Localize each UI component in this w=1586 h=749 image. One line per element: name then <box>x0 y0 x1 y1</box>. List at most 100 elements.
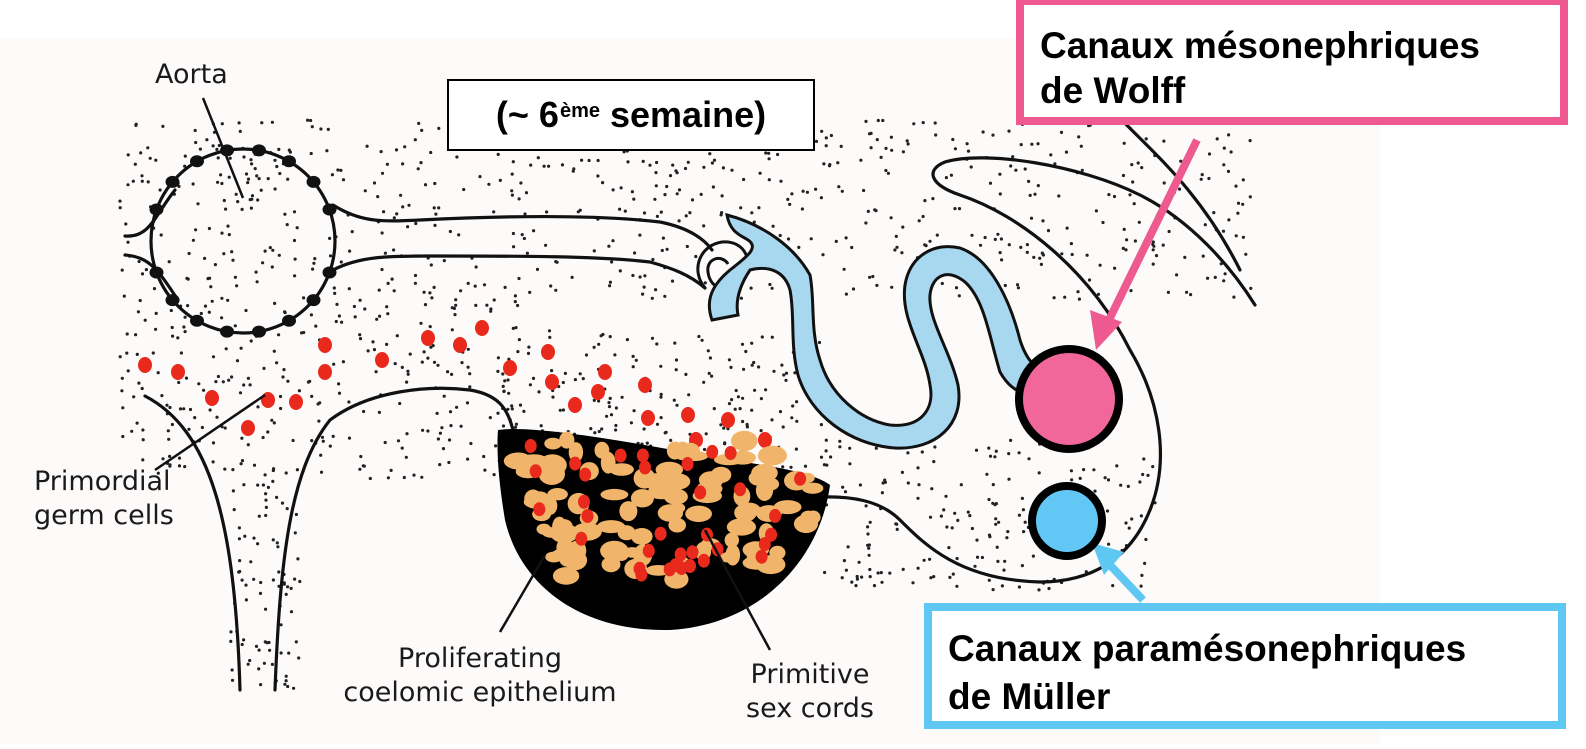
stipple-dot <box>366 145 369 148</box>
stipple-dot <box>318 401 321 404</box>
stipple-dot <box>1011 155 1014 158</box>
germ-cell <box>375 352 389 368</box>
stipple-dot <box>499 179 502 182</box>
stipple-dot <box>419 322 422 325</box>
stipple-dot <box>704 281 707 284</box>
stipple-dot <box>329 445 332 448</box>
stipple-dot <box>378 315 381 318</box>
stipple-dot <box>285 593 288 596</box>
stipple-dot <box>1033 193 1036 196</box>
stipple-dot <box>407 204 410 207</box>
stipple-dot <box>229 640 232 643</box>
stipple-dot <box>426 429 429 432</box>
stipple-dot <box>212 441 215 444</box>
muller-line-1: Canaux paramésonephriques <box>948 625 1558 673</box>
stipple-dot <box>1057 194 1060 197</box>
stipple-dot <box>1146 474 1149 477</box>
stipple-dot <box>297 656 300 659</box>
stipple-dot <box>289 151 292 154</box>
stipple-dot <box>386 312 389 315</box>
stipple-dot <box>1124 521 1127 524</box>
stipple-dot <box>401 205 404 208</box>
stipple-dot <box>176 336 179 339</box>
stipple-dot <box>503 390 506 393</box>
stipple-dot <box>1018 451 1021 454</box>
stipple-dot <box>1030 143 1033 146</box>
stipple-dot <box>489 307 492 310</box>
stipple-dot <box>987 498 990 501</box>
stipple-dot <box>380 268 383 271</box>
stipple-dot <box>310 152 313 155</box>
stipple-dot <box>613 353 616 356</box>
stipple-dot <box>242 638 245 641</box>
stipple-dot <box>125 352 128 355</box>
stipple-dot <box>1026 251 1029 254</box>
stipple-dot <box>292 687 295 690</box>
stipple-dot <box>517 277 520 280</box>
stipple-dot <box>884 169 887 172</box>
stipple-dot <box>256 280 259 283</box>
stipple-dot <box>391 278 394 281</box>
stipple-dot <box>1230 150 1233 153</box>
stipple-dot <box>1065 151 1068 154</box>
stipple-dot <box>1207 177 1210 180</box>
stipple-dot <box>155 312 158 315</box>
stipple-dot <box>810 237 813 240</box>
stipple-dot <box>1124 248 1127 251</box>
stipple-dot <box>850 581 853 584</box>
stipple-dot <box>286 685 289 688</box>
stipple-dot <box>890 136 893 139</box>
stipple-dot <box>296 557 299 560</box>
stipple-dot <box>140 174 143 177</box>
stipple-dot <box>127 153 130 156</box>
stipple-dot <box>121 377 124 380</box>
germ-cell <box>568 397 582 413</box>
stipple-dot <box>160 394 163 397</box>
stipple-dot <box>815 140 818 143</box>
stipple-dot <box>118 200 121 203</box>
stipple-dot <box>401 366 404 369</box>
stipple-dot <box>825 449 828 452</box>
stipple-dot <box>180 351 183 354</box>
stipple-dot <box>723 442 726 445</box>
stipple-dot <box>335 303 338 306</box>
sex-cord-blob <box>601 489 629 500</box>
stipple-dot <box>1204 223 1207 226</box>
stipple-dot <box>256 484 259 487</box>
stipple-dot <box>1092 468 1095 471</box>
stipple-dot <box>273 302 276 305</box>
aorta-nucleus <box>150 204 164 216</box>
stipple-dot <box>119 355 122 358</box>
stipple-dot <box>141 180 144 183</box>
stipple-dot <box>1038 471 1041 474</box>
stipple-dot <box>750 409 753 412</box>
stipple-dot <box>1086 254 1089 257</box>
stipple-dot <box>205 138 208 141</box>
primordial-germ-cells-label: Primordial germ cells <box>34 465 174 533</box>
stipple-dot <box>870 132 873 135</box>
stipple-dot <box>468 372 471 375</box>
stipple-dot <box>1152 263 1155 266</box>
stipple-dot <box>987 447 990 450</box>
stipple-dot <box>669 174 672 177</box>
stipple-dot <box>561 163 564 166</box>
stipple-dot <box>928 558 931 561</box>
aorta-nucleus <box>252 144 266 156</box>
stipple-dot <box>134 163 137 166</box>
stipple-dot <box>454 304 457 307</box>
stipple-dot <box>518 197 521 200</box>
stipple-dot <box>609 335 612 338</box>
stipple-dot <box>259 592 262 595</box>
cord-germ-cell <box>794 472 806 486</box>
stipple-dot <box>170 309 173 312</box>
stipple-dot <box>126 332 129 335</box>
germ-cell <box>641 410 655 426</box>
stipple-dot <box>442 447 445 450</box>
stipple-dot <box>238 570 241 573</box>
stipple-dot <box>311 268 314 271</box>
stipple-dot <box>252 578 255 581</box>
stipple-dot <box>231 679 234 682</box>
stipple-dot <box>768 283 771 286</box>
stipple-dot <box>1003 560 1006 563</box>
stipple-dot <box>231 468 234 471</box>
